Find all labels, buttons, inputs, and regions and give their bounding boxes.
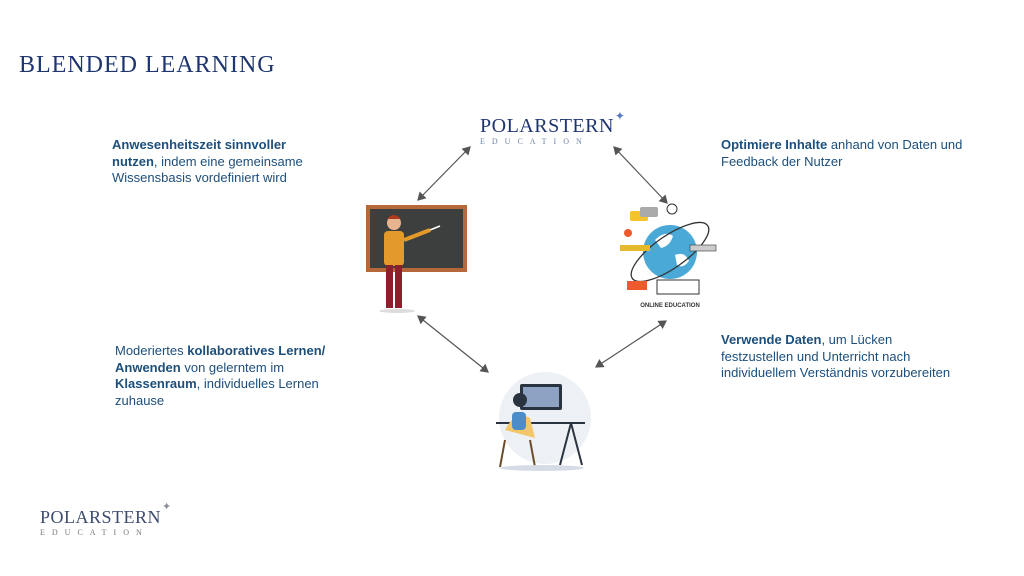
star-icon: ✦ — [162, 501, 172, 513]
text-top-left: Anwesenheitszeit sinnvoller nutzen, inde… — [112, 137, 327, 187]
text-bottom-right-rest: , um Lücken festzustellen und Unterricht… — [721, 332, 951, 380]
text-top-right: Optimiere Inhalte anhand von Daten und F… — [721, 137, 971, 170]
footer-logo-wordmark: POLARSTERN — [40, 507, 162, 527]
footer-logo: POLARSTERN✦ EDUCATION — [40, 502, 171, 537]
center-logo-wordmark: POLARSTERN — [480, 115, 614, 137]
teacher-illustration — [366, 205, 467, 313]
text-top-left-rest: , indem eine gemeinsame Wissensbasis vor… — [112, 153, 303, 186]
text-top-right-rest: anhand von Daten und Feedback der Nutzer — [721, 137, 963, 169]
text-bottom-left-bold: Klassenraum — [115, 376, 197, 391]
text-top-left-bold: Anwesenheitszeit sinnvoller nutzen — [112, 137, 287, 169]
online-education-illustration — [620, 203, 717, 295]
text-bottom-left-part: Moderiertes — [115, 343, 188, 358]
footer-logo-subtitle: EDUCATION — [40, 528, 149, 537]
text-bottom-left-part: , individuelles Lernen zuhause — [115, 376, 319, 408]
text-bottom-left: Moderiertes kollaboratives Lernen/ Anwen… — [115, 343, 355, 409]
center-logo-subtitle: EDUCATION — [480, 137, 589, 146]
text-top-right-bold: Optimiere Inhalte — [721, 137, 828, 152]
connector-arrows — [417, 146, 668, 373]
center-logo: POLARSTERN✦ EDUCATION — [480, 110, 625, 146]
slide-title: BLENDED LEARNING — [19, 52, 276, 78]
online-education-caption: ONLINE EDUCATION — [640, 303, 700, 309]
text-bottom-left-bold: kollaboratives Lernen/ Anwenden — [115, 343, 326, 375]
student-illustration — [496, 372, 591, 471]
text-bottom-right: Verwende Daten, um Lücken festzustellen … — [721, 332, 951, 382]
text-bottom-right-bold: Verwende Daten — [721, 332, 822, 347]
text-bottom-left-part: von gelerntem im — [180, 359, 285, 375]
star-icon: ✦ — [614, 109, 625, 123]
